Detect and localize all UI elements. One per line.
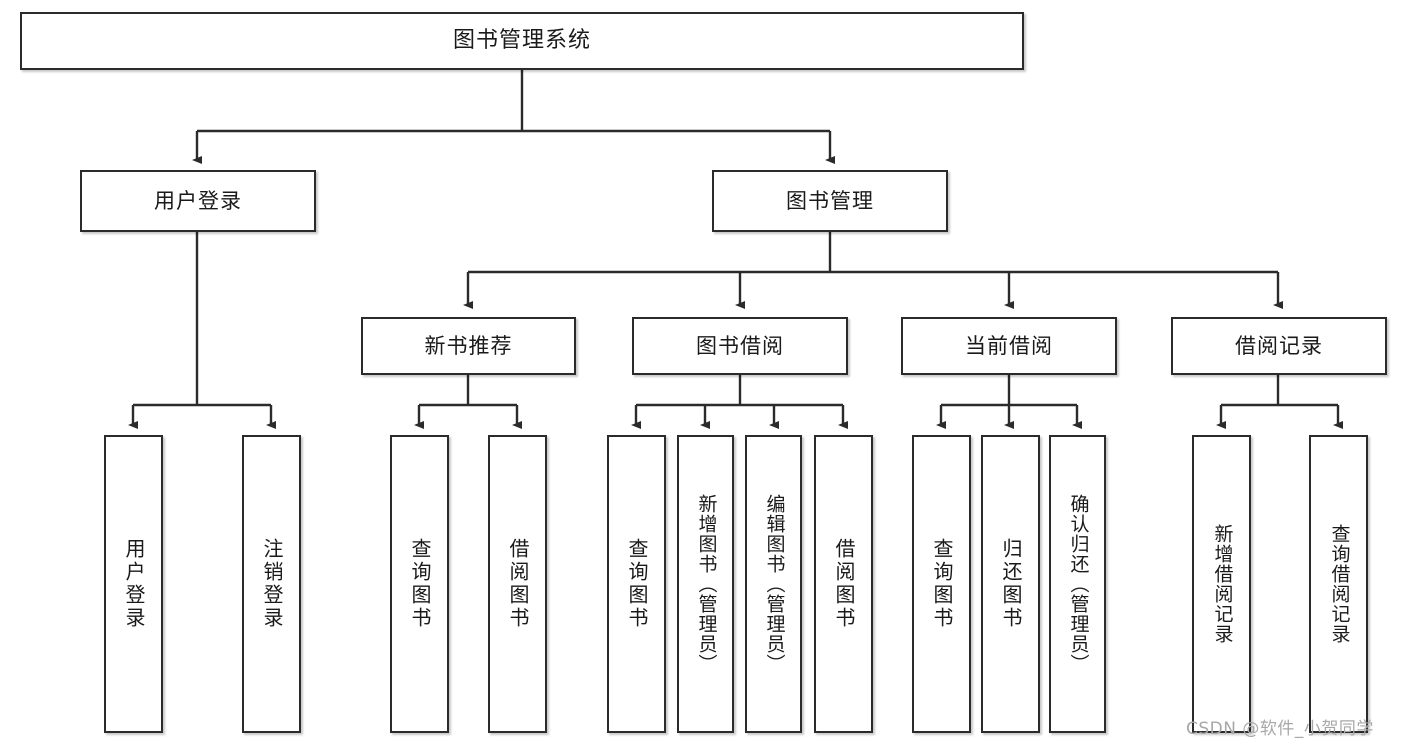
- node-book-management[interactable]: 图书管理: [712, 170, 948, 232]
- node-new-book-recommend[interactable]: 新书推荐: [361, 317, 576, 375]
- node-leaf-user-login-logout[interactable]: 注销登录: [242, 435, 301, 733]
- node-leaf-book-borrow-add[interactable]: 新增图书（管理员）: [677, 435, 734, 733]
- node-leaf-current-borrow-return[interactable]: 归还图书: [981, 435, 1040, 733]
- node-leaf-borrow-record-query-label: 查询借阅记录: [1328, 524, 1351, 644]
- node-leaf-current-borrow-confirm[interactable]: 确认归还（管理员）: [1049, 435, 1106, 733]
- node-borrow-record-label: 借阅记录: [1235, 333, 1323, 358]
- node-leaf-book-borrow-query[interactable]: 查询图书: [607, 435, 666, 733]
- node-leaf-book-borrow-query-label: 查询图书: [625, 538, 649, 630]
- node-leaf-user-login-login[interactable]: 用户登录: [104, 435, 163, 733]
- node-leaf-user-login-logout-label: 注销登录: [260, 538, 284, 630]
- node-leaf-book-borrow-add-label: 新增图书（管理员）: [695, 494, 718, 674]
- node-leaf-book-borrow-borrow[interactable]: 借阅图书: [814, 435, 873, 733]
- node-leaf-current-borrow-confirm-label: 确认归还（管理员）: [1067, 494, 1090, 674]
- node-leaf-new-book-query[interactable]: 查询图书: [390, 435, 449, 733]
- node-current-borrow-label: 当前借阅: [965, 333, 1053, 358]
- node-book-management-label: 图书管理: [786, 188, 874, 213]
- node-user-login[interactable]: 用户登录: [80, 170, 316, 232]
- node-leaf-borrow-record-query[interactable]: 查询借阅记录: [1309, 435, 1368, 733]
- node-leaf-borrow-record-add-label: 新增借阅记录: [1211, 524, 1234, 644]
- node-user-login-label: 用户登录: [154, 188, 242, 213]
- node-leaf-new-book-query-label: 查询图书: [408, 538, 432, 630]
- node-leaf-new-book-borrow[interactable]: 借阅图书: [488, 435, 547, 733]
- node-leaf-book-borrow-edit-label: 编辑图书（管理员）: [763, 494, 786, 674]
- node-leaf-current-borrow-return-label: 归还图书: [999, 538, 1023, 630]
- node-new-book-recommend-label: 新书推荐: [424, 333, 513, 358]
- node-borrow-record[interactable]: 借阅记录: [1171, 317, 1387, 375]
- node-root-label: 图书管理系统: [452, 28, 591, 54]
- node-leaf-current-borrow-query[interactable]: 查询图书: [912, 435, 971, 733]
- node-leaf-current-borrow-query-label: 查询图书: [930, 538, 954, 630]
- node-root[interactable]: 图书管理系统: [20, 12, 1024, 70]
- node-leaf-borrow-record-add[interactable]: 新增借阅记录: [1192, 435, 1251, 733]
- node-leaf-book-borrow-edit[interactable]: 编辑图书（管理员）: [745, 435, 802, 733]
- node-book-borrow-label: 图书借阅: [696, 333, 784, 358]
- node-leaf-new-book-borrow-label: 借阅图书: [506, 538, 530, 630]
- node-leaf-user-login-login-label: 用户登录: [122, 538, 146, 630]
- node-book-borrow[interactable]: 图书借阅: [632, 317, 848, 375]
- node-leaf-book-borrow-borrow-label: 借阅图书: [832, 538, 856, 630]
- node-current-borrow[interactable]: 当前借阅: [901, 317, 1117, 375]
